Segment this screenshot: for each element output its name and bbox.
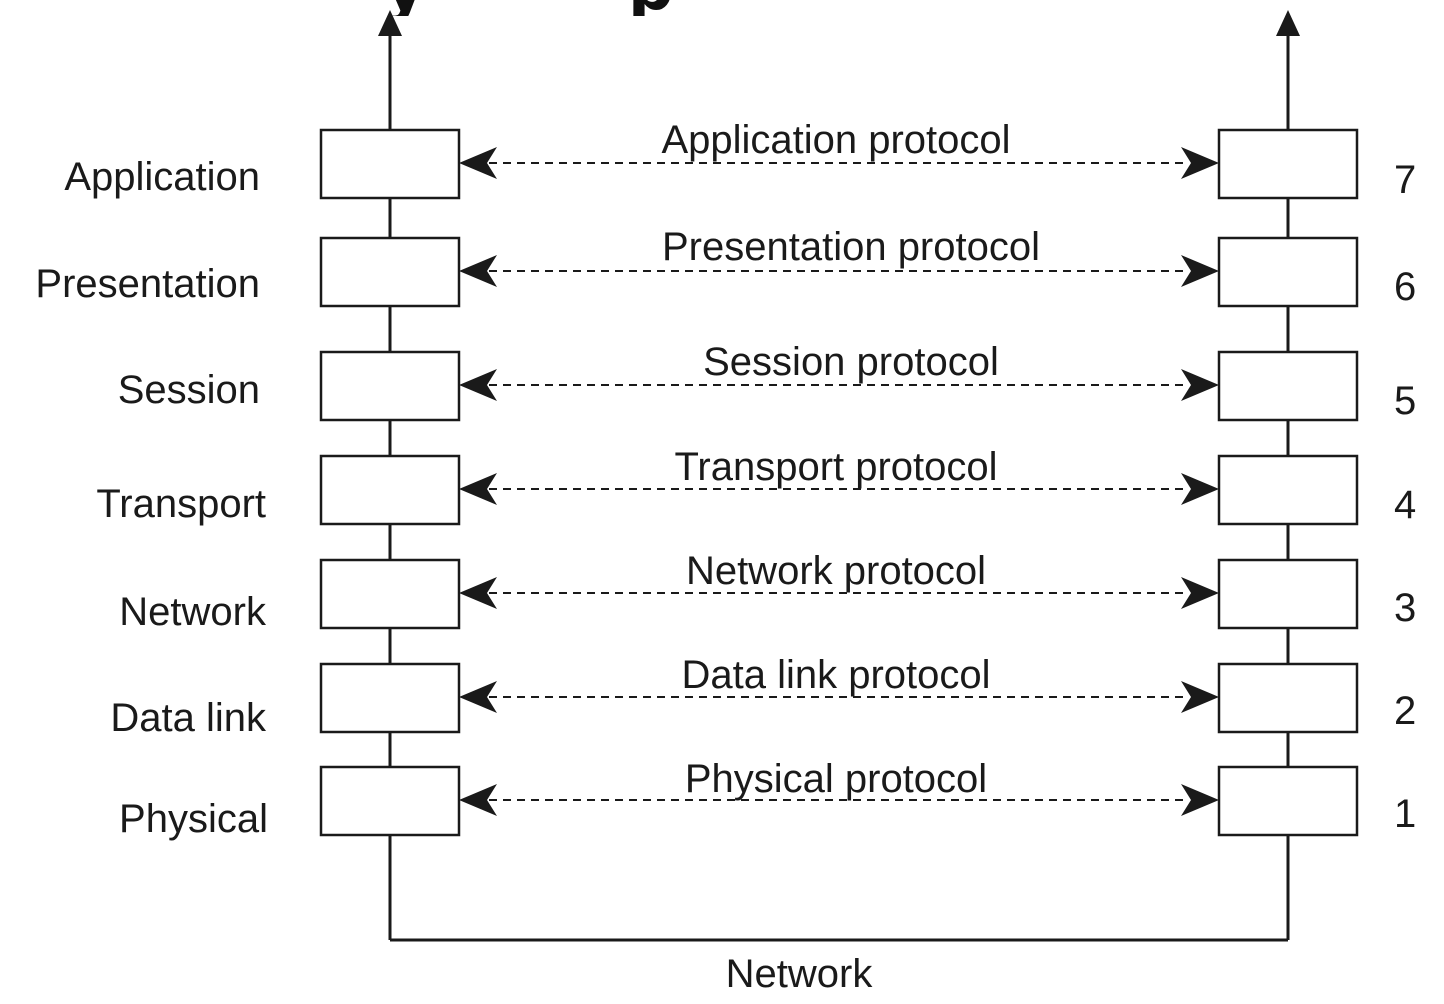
- arrowhead-left-icon: [459, 577, 497, 609]
- layer-number: 7: [1394, 158, 1417, 202]
- layer-number: 3: [1394, 586, 1417, 630]
- arrowhead-left-icon: [459, 369, 497, 401]
- layer-name: Network: [119, 590, 266, 634]
- layer-name: Presentation: [35, 262, 260, 306]
- right-layer-box: [1217, 558, 1359, 630]
- arrowhead-right-icon: [1181, 577, 1219, 609]
- right-layer-box: [1217, 662, 1359, 734]
- layer-name: Application: [64, 155, 260, 199]
- arrowhead-left-icon: [459, 681, 497, 713]
- protocol-label: Data link protocol: [681, 653, 991, 697]
- right-up-arrow-icon: [1276, 10, 1300, 36]
- arrowhead-right-icon: [1181, 784, 1219, 816]
- left-layer-box: [319, 662, 461, 734]
- left-up-arrow-icon: [378, 10, 402, 36]
- left-layer-box: [319, 765, 461, 837]
- layer-name: Physical: [119, 797, 268, 841]
- arrowhead-left-icon: [459, 784, 497, 816]
- arrowhead-right-icon: [1181, 473, 1219, 505]
- protocol-label: Session protocol: [703, 340, 999, 384]
- right-layer-box: [1217, 128, 1359, 200]
- network-label: Network: [725, 952, 873, 996]
- left-layer-box: [319, 236, 461, 308]
- arrowhead-right-icon: [1181, 681, 1219, 713]
- layer-number: 1: [1394, 792, 1417, 836]
- arrowhead-right-icon: [1181, 147, 1219, 179]
- arrowhead-left-icon: [459, 473, 497, 505]
- right-layer-box: [1217, 765, 1359, 837]
- layer-name: Data link: [110, 696, 266, 740]
- arrowhead-left-icon: [459, 147, 497, 179]
- arrowhead-right-icon: [1181, 369, 1219, 401]
- protocol-label: Presentation protocol: [661, 225, 1040, 269]
- right-layer-box: [1217, 350, 1359, 422]
- right-layer-box: [1217, 454, 1359, 526]
- right-layer-box: [1217, 236, 1359, 308]
- protocol-label: Application protocol: [661, 118, 1011, 162]
- protocol-label: Physical protocol: [684, 757, 988, 801]
- layer-number: 2: [1394, 689, 1417, 733]
- left-layer-box: [319, 558, 461, 630]
- title-fragment-left: y: [384, 0, 426, 16]
- arrowhead-left-icon: [459, 255, 497, 287]
- title-fragment-right: p: [628, 0, 674, 16]
- layer-name: Session: [117, 368, 260, 412]
- left-layer-box: [319, 350, 461, 422]
- arrowhead-right-icon: [1181, 255, 1219, 287]
- layer-number: 4: [1394, 483, 1417, 527]
- protocol-label: Network protocol: [685, 549, 987, 593]
- layer-number: 6: [1394, 265, 1417, 309]
- layer-name: Transport: [96, 482, 266, 526]
- layer-number: 5: [1394, 379, 1417, 423]
- protocol-label: Transport protocol: [674, 445, 998, 489]
- left-layer-box: [319, 454, 461, 526]
- left-layer-box: [319, 128, 461, 200]
